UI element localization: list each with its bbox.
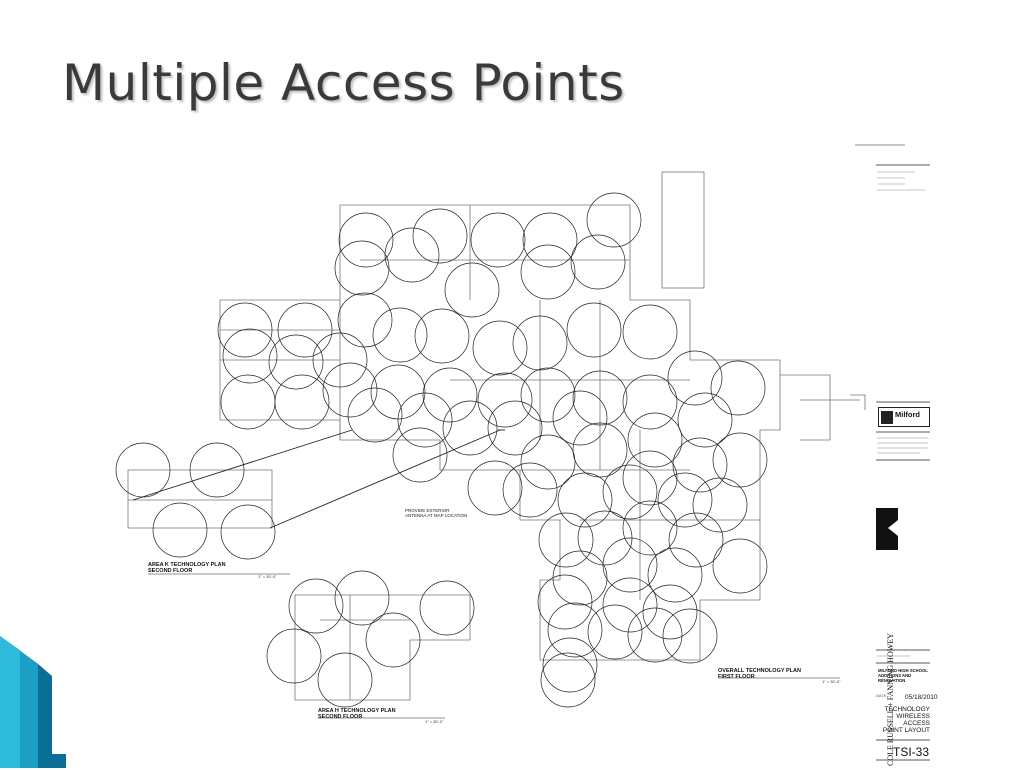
- date-label: DATE: [876, 693, 887, 698]
- area-h-plan-label: AREA H TECHNOLOGY PLAN SECOND FLOOR: [318, 708, 396, 720]
- area-k-scale: 1" = 30'-0": [258, 574, 277, 579]
- accent-shape-icon: [0, 636, 66, 768]
- sheet-title-line-1: TECHNOLOGY: [884, 706, 930, 713]
- slide-title: Multiple Access Points: [62, 54, 625, 112]
- antenna-callout: PROVIDE EXTERIOR ANTENNA AT MAP LOCATION: [405, 508, 467, 518]
- overall-plan-title: OVERALL TECHNOLOGY PLAN: [718, 668, 801, 674]
- area-h-plan-subtitle: SECOND FLOOR: [318, 714, 363, 720]
- project-line-2: ADDITIONS AND RENOVATION: [878, 673, 912, 683]
- client-name: Milford: [895, 410, 920, 419]
- overall-scale: 1" = 30'-0": [822, 679, 841, 684]
- title-block-frame: [876, 164, 930, 761]
- sheet-title-line-4: POINT LAYOUT: [882, 727, 930, 734]
- callout-line-2: ANTENNA AT MAP LOCATION: [405, 513, 468, 518]
- overall-plan-subtitle: FIRST FLOOR: [718, 674, 755, 680]
- callout-line-1: PROVIDE EXTERIOR: [405, 508, 450, 513]
- area-k-plan-title: AREA K TECHNOLOGY PLAN: [148, 562, 226, 568]
- area-h-scale: 1" = 30'-0": [425, 719, 444, 724]
- area-h-plan-title: AREA H TECHNOLOGY PLAN: [318, 708, 396, 714]
- client-logo: Milford: [878, 407, 930, 427]
- project-line-1: MILFORD HIGH SCHOOL: [878, 668, 928, 673]
- sheet-title: TECHNOLOGY WIRELESS ACCESS POINT LAYOUT: [876, 706, 930, 734]
- project-name: MILFORD HIGH SCHOOL ADDITIONS AND RENOVA…: [878, 668, 934, 683]
- sheet-number: TSI-33: [893, 745, 930, 759]
- area-k-plan-subtitle: SECOND FLOOR: [148, 568, 193, 574]
- drawing-date: 05/18/2010: [905, 694, 938, 701]
- floor-plan-drawing: [115, 144, 905, 719]
- sheet-title-line-3: ACCESS: [903, 720, 930, 727]
- sheet-title-line-2: WIRELESS: [896, 713, 930, 720]
- client-logo-mark-icon: [881, 411, 893, 424]
- overall-plan-label: OVERALL TECHNOLOGY PLAN FIRST FLOOR: [718, 668, 801, 680]
- area-k-plan-label: AREA K TECHNOLOGY PLAN SECOND FLOOR: [148, 562, 226, 574]
